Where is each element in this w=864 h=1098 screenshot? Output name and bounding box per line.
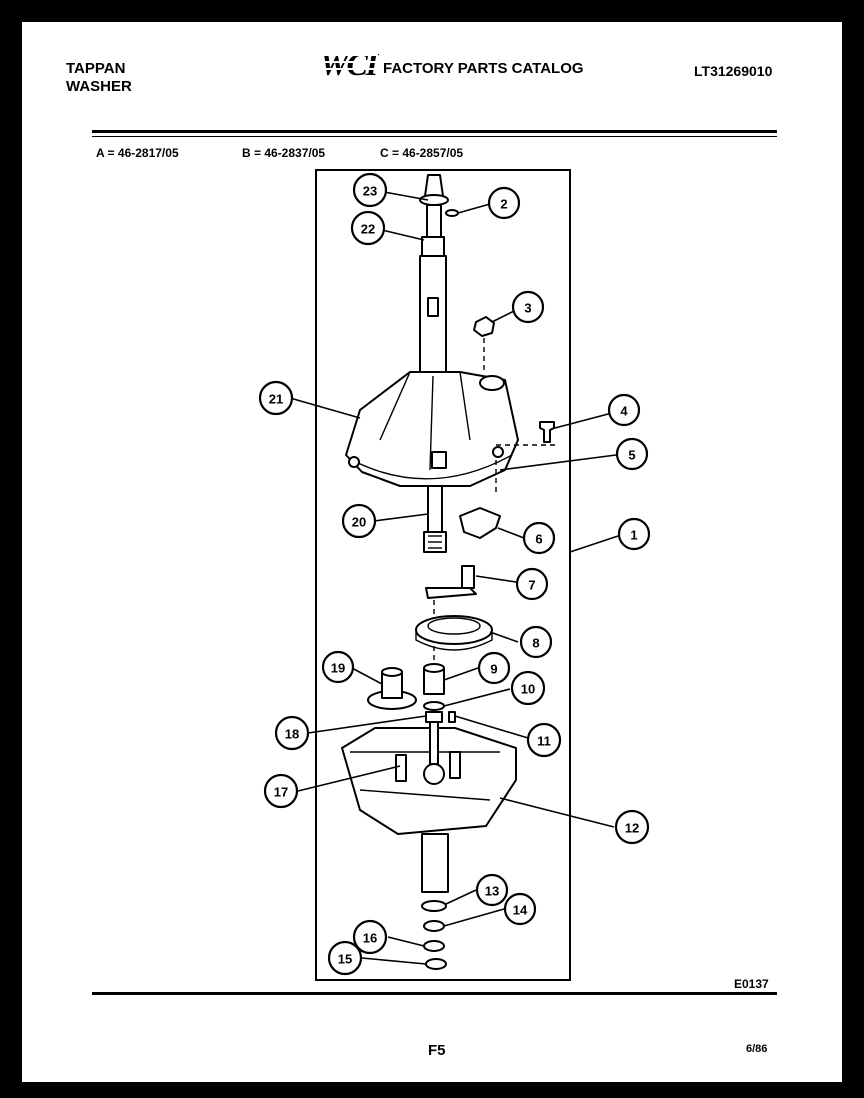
callout-12: 12 xyxy=(614,809,650,845)
thrust-washer-part xyxy=(423,940,445,952)
callout-14: 14 xyxy=(503,892,537,926)
lower-housing-part xyxy=(341,721,517,835)
model-c: C = 46-2857/05 xyxy=(380,146,464,160)
svg-text:1: 1 xyxy=(630,528,637,543)
shaft-window xyxy=(427,297,439,317)
svg-text:18: 18 xyxy=(285,727,299,742)
svg-text:15: 15 xyxy=(338,952,352,967)
date-code: 6/86 xyxy=(746,1043,768,1055)
spacer-part xyxy=(423,920,445,932)
wci-logo: WCI xyxy=(318,48,380,80)
svg-text:12: 12 xyxy=(625,821,639,836)
crank-arm-part xyxy=(425,587,477,599)
callout-7: 7 xyxy=(515,567,549,601)
key-part xyxy=(448,711,456,723)
seal-part xyxy=(421,900,447,912)
page-number: F5 xyxy=(428,1042,446,1059)
callout-21: 21 xyxy=(258,380,294,416)
svg-text:4: 4 xyxy=(620,404,628,419)
model-b: B = 46-2837/05 xyxy=(242,146,326,160)
logo-text: WCI xyxy=(320,48,380,80)
svg-text:3: 3 xyxy=(524,301,531,316)
header-rule-bottom xyxy=(92,136,777,137)
pin-part xyxy=(461,565,475,589)
svg-text:23: 23 xyxy=(363,184,377,199)
bearing-part xyxy=(425,711,443,723)
callout-16: 16 xyxy=(352,919,388,955)
svg-text:9: 9 xyxy=(490,662,497,677)
svg-text:17: 17 xyxy=(274,785,288,800)
svg-text:22: 22 xyxy=(361,222,375,237)
callout-20: 20 xyxy=(341,503,377,539)
retainer-part xyxy=(425,958,447,970)
callout-1: 1 xyxy=(617,517,651,551)
svg-text:6: 6 xyxy=(535,532,542,547)
callout-11: 11 xyxy=(526,722,562,758)
product-type: WASHER xyxy=(66,78,132,95)
pinion-gear-part xyxy=(423,663,445,695)
output-shaft-part xyxy=(421,833,449,893)
header-rule-top xyxy=(92,130,777,133)
svg-text:16: 16 xyxy=(363,931,377,946)
svg-text:7: 7 xyxy=(528,578,535,593)
svg-text:11: 11 xyxy=(537,734,551,749)
callout-18: 18 xyxy=(274,715,310,751)
callout-13: 13 xyxy=(475,873,509,907)
assembly-frame xyxy=(315,169,571,981)
cam-part xyxy=(459,507,501,539)
washer-part xyxy=(423,701,445,711)
svg-text:8: 8 xyxy=(532,636,539,651)
callout-17: 17 xyxy=(263,773,299,809)
callout-5: 5 xyxy=(615,437,649,471)
callout-6: 6 xyxy=(522,521,556,555)
svg-text:14: 14 xyxy=(513,903,528,918)
callout-2: 2 xyxy=(487,186,521,220)
callout-4: 4 xyxy=(607,393,641,427)
svg-text:10: 10 xyxy=(521,682,535,697)
drawing-code: E0137 xyxy=(734,977,769,991)
svg-text:13: 13 xyxy=(485,884,499,899)
callout-23: 23 xyxy=(352,172,388,208)
svg-text:21: 21 xyxy=(269,392,283,407)
pinion-shaft-part xyxy=(423,485,447,553)
callout-8: 8 xyxy=(519,625,553,659)
catalog-number: LT31269010 xyxy=(694,63,773,79)
footer-rule xyxy=(92,992,777,995)
screw-part xyxy=(539,421,555,443)
idler-gear-part xyxy=(367,667,417,710)
brand-name: TAPPAN xyxy=(66,60,126,77)
callout-15: 15 xyxy=(327,940,363,976)
leader-lines xyxy=(289,191,619,965)
model-a: A = 46-2817/05 xyxy=(96,146,179,160)
drive-gear-part xyxy=(415,615,493,651)
callout-10: 10 xyxy=(510,670,546,706)
clip-part xyxy=(445,209,459,217)
callout-3: 3 xyxy=(511,290,545,324)
callout-22: 22 xyxy=(350,210,386,246)
svg-text:2: 2 xyxy=(500,197,507,212)
svg-text:5: 5 xyxy=(628,448,635,463)
catalog-title: FACTORY PARTS CATALOG xyxy=(383,60,584,77)
nut-part xyxy=(473,316,495,337)
shaft-top-part xyxy=(419,174,449,258)
svg-text:20: 20 xyxy=(352,515,366,530)
upper-housing-part xyxy=(345,371,519,487)
svg-text:19: 19 xyxy=(331,661,345,676)
callout-9: 9 xyxy=(477,651,511,685)
callout-19: 19 xyxy=(321,650,355,684)
